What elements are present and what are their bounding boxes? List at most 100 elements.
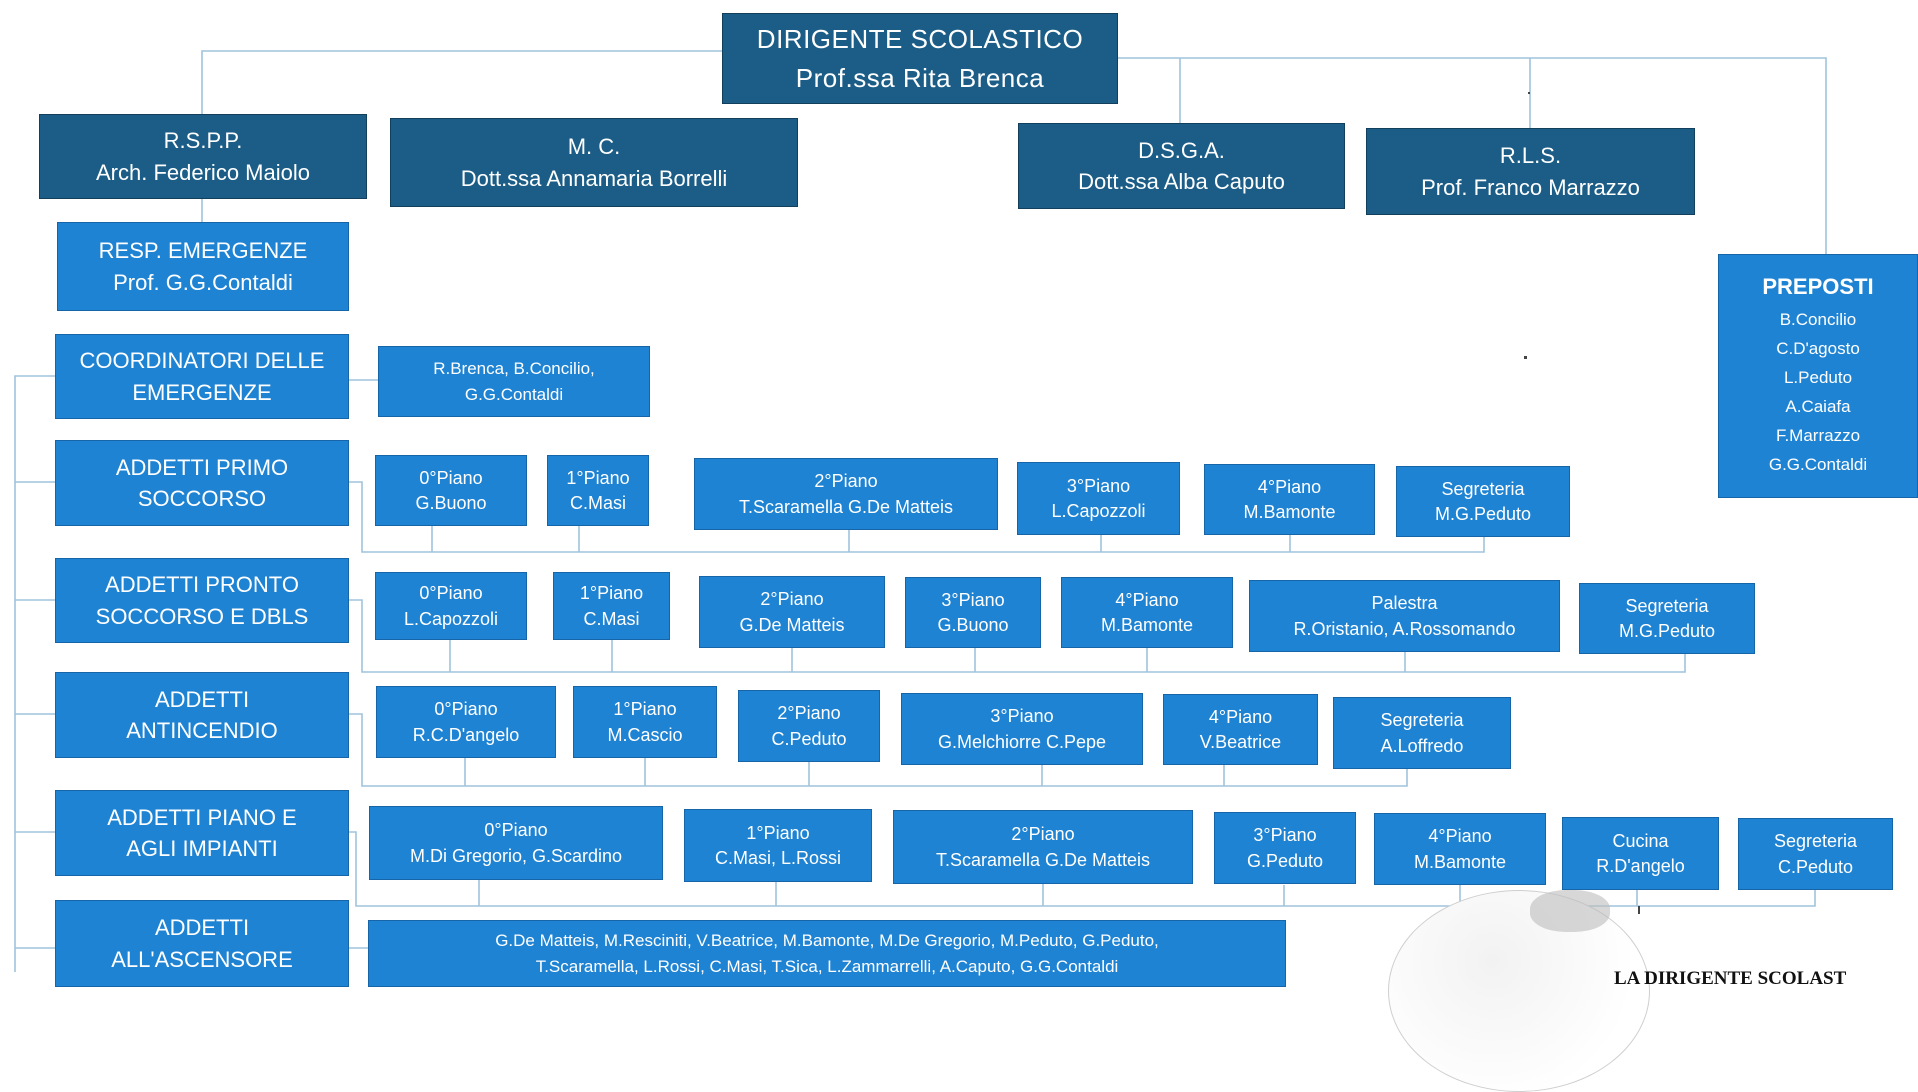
mc-box: M. C. Dott.ssa Annamaria Borrelli [390,118,798,207]
piano-impianti-label: ADDETTI PIANO E [107,804,297,830]
item-names: G.Buono [937,615,1009,635]
item-place: 4°Piano [1428,826,1492,846]
item-names: G.De Matteis [739,614,845,635]
preposti-name: G.G.Contaldi [1768,454,1868,474]
pronto-soccorso-label: ADDETTI PRONTO [105,572,299,597]
antincendio-label: ADDETTI [154,686,250,712]
item-place: Segreteria [1380,710,1464,730]
ascensore-members: T.Scaramella, L.Rossi, C.Masi, T.Sica, L… [535,956,1119,976]
item-names: M.G.Peduto [1618,621,1716,641]
antincendio-label: ANTINCENDIO [126,718,278,743]
ascensore-members-box: G.De Matteis, M.Resciniti, V.Beatrice, M… [368,920,1286,987]
piano-impianti-item: 0°Piano M.Di Gregorio, G.Scardino [369,806,663,880]
pronto-soccorso-item: 1°Piano C.Masi [553,572,670,640]
primo-soccorso-item: Segreteria M.G.Peduto [1396,466,1570,537]
rspp-box: R.S.P.P. Arch. Federico Maiolo [39,114,367,199]
item-place: 1°Piano [566,467,630,488]
pronto-soccorso-item: 4°Piano M.Bamonte [1061,577,1233,648]
rls-box: R.L.S. Prof. Franco Marrazzo [1366,128,1695,215]
coordinatori-label: EMERGENZE [132,379,272,405]
item-names: C.Peduto [771,728,847,749]
pronto-soccorso-item: Segreteria M.G.Peduto [1579,583,1755,654]
item-place: 0°Piano [419,467,483,488]
rls-role: R.L.S. [1499,143,1562,168]
item-place: Segreteria [1441,478,1525,499]
resp-emergenze-role: RESP. EMERGENZE [98,238,308,263]
stamp-ink-blot [1530,890,1610,932]
primo-soccorso-box: ADDETTI PRIMO SOCCORSO [55,440,349,526]
item-names: R.C.D'angelo [412,724,520,745]
item-place: 1°Piano [613,699,677,719]
antincendio-item: 2°Piano C.Peduto [738,690,880,762]
dirigente-role: DIRIGENTE SCOLASTICO [756,24,1084,54]
item-place: Cucina [1612,830,1669,851]
coordinatori-members: R.Brenca, B.Concilio, [433,359,595,379]
antincendio-item: 4°Piano V.Beatrice [1163,694,1318,765]
piano-impianti-box: ADDETTI PIANO E AGLI IMPIANTI [55,790,349,876]
resp-emergenze-name: Prof. G.G.Contaldi [113,269,293,295]
item-place: 3°Piano [990,706,1054,726]
antincendio-item: 1°Piano M.Cascio [573,686,717,758]
item-place: 3°Piano [1253,825,1317,845]
item-names: R.D'angelo [1596,856,1685,876]
item-names: C.Masi, L.Rossi [714,848,842,868]
item-names: M.Bamonte [1243,502,1336,522]
item-names: M.Di Gregorio, G.Scardino [409,845,623,866]
dirigente-name: Prof.ssa Rita Brenca [795,62,1045,93]
item-place: 2°Piano [777,703,841,723]
primo-soccorso-item: 2°Piano T.Scaramella G.De Matteis [694,458,998,530]
pronto-soccorso-box: ADDETTI PRONTO SOCCORSO E DBLS [55,558,349,643]
item-names: R.Oristanio, A.Rossomando [1293,618,1516,639]
pronto-soccorso-item: Palestra R.Oristanio, A.Rossomando [1249,580,1560,652]
piano-impianti-item: 1°Piano C.Masi, L.Rossi [684,809,872,882]
dirigente-box: DIRIGENTE SCOLASTICO Prof.ssa Rita Brenc… [722,13,1118,104]
rls-name: Prof. Franco Marrazzo [1421,174,1640,200]
item-place: 1°Piano [579,583,644,603]
preposti-name: L.Peduto [1783,367,1853,387]
rspp-role: R.S.P.P. [163,128,243,153]
primo-soccorso-label: ADDETTI PRIMO [115,454,289,480]
pronto-soccorso-item: 0°Piano L.Capozzoli [375,572,527,640]
item-names: M.Bamonte [1413,851,1507,872]
ascensore-label: ADDETTI [154,915,250,940]
item-place: Segreteria [1625,595,1709,616]
item-place: 1°Piano [746,822,810,843]
item-names: M.Bamonte [1100,615,1194,635]
item-place: 0°Piano [419,583,483,603]
item-place: Palestra [1371,593,1438,613]
preposti-name: F.Marrazzo [1775,425,1861,445]
item-names: G.Melchiorre C.Pepe [937,731,1107,752]
mc-role: M. C. [567,134,621,159]
item-names: V.Beatrice [1199,732,1282,752]
item-place: Segreteria [1773,831,1858,851]
preposti-title: PREPOSTI [1762,273,1874,299]
item-place: 2°Piano [1011,824,1075,844]
preposti-name: B.Concilio [1779,310,1857,330]
item-names: L.Capozzoli [1051,501,1146,521]
item-place: 2°Piano [814,471,878,491]
antincendio-box: ADDETTI ANTINCENDIO [55,672,349,758]
mc-name: Dott.ssa Annamaria Borrelli [460,165,728,191]
item-names: M.Cascio [607,724,683,745]
item-place: 0°Piano [484,820,548,840]
item-names: G.Buono [415,493,487,513]
item-names: T.Scaramella G.De Matteis [738,496,954,517]
school-stamp [1388,890,1650,1092]
connector-lines [14,50,1827,972]
item-names: C.Masi [583,608,640,629]
item-place: 2°Piano [760,589,824,609]
item-names: T.Scaramella G.De Matteis [935,849,1151,870]
dsga-role: D.S.G.A. [1138,137,1225,163]
item-names: G.Peduto [1246,850,1324,871]
coordinatori-label: COORDINATORI DELLE [79,348,325,373]
preposti-box: PREPOSTI B.Concilio C.D'agosto L.Peduto … [1718,254,1918,498]
resp-emergenze-box: RESP. EMERGENZE Prof. G.G.Contaldi [57,222,349,311]
rspp-name: Arch. Federico Maiolo [96,159,310,185]
pronto-soccorso-label: SOCCORSO E DBLS [95,603,309,629]
pronto-soccorso-item: 2°Piano G.De Matteis [699,576,885,648]
piano-impianti-item: 2°Piano T.Scaramella G.De Matteis [893,810,1193,884]
piano-impianti-item: Segreteria C.Peduto [1738,818,1893,890]
item-names: C.Masi [569,493,626,513]
antincendio-item: 3°Piano G.Melchiorre C.Pepe [901,693,1143,765]
piano-impianti-label: AGLI IMPIANTI [126,836,278,861]
